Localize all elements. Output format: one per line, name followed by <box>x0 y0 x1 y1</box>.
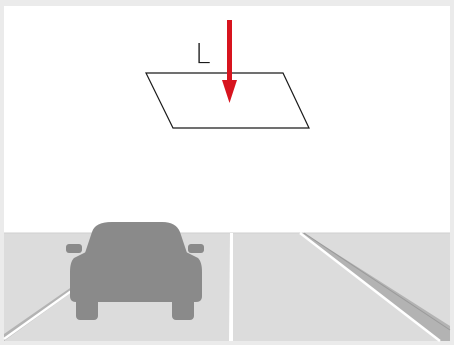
plane-label: L <box>195 37 211 70</box>
